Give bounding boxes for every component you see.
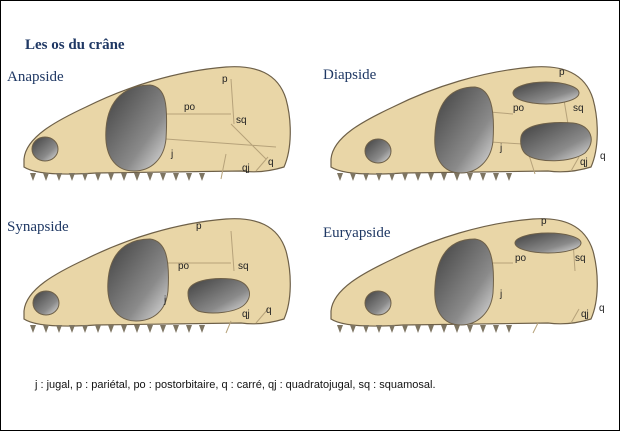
tooth: [389, 325, 395, 333]
tooth: [415, 173, 421, 181]
tooth: [493, 173, 499, 181]
bone-label-qj: qj: [242, 163, 250, 174]
bone-label-sq: sq: [573, 103, 584, 114]
tooth: [467, 173, 473, 181]
tooth: [69, 173, 75, 181]
tooth: [428, 325, 434, 333]
bone-label-qj: qj: [580, 157, 588, 168]
tooth: [402, 325, 408, 333]
tooth: [441, 325, 447, 333]
tooth: [147, 325, 153, 333]
tooth: [121, 173, 127, 181]
bone-label-po: po: [515, 253, 527, 264]
tooth: [173, 173, 179, 181]
tooth: [415, 325, 421, 333]
tooth: [82, 325, 88, 333]
tooth: [173, 325, 179, 333]
nostril: [365, 139, 391, 163]
tooth: [350, 325, 356, 333]
bone-legend-caption: j : jugal, p : pariétal, po : postorbita…: [35, 379, 436, 391]
tooth: [428, 173, 434, 181]
upper-temporal-fenestra: [513, 82, 579, 104]
tooth: [43, 325, 49, 333]
bone-label-qj: qj: [581, 309, 589, 320]
tooth: [389, 173, 395, 181]
tooth: [480, 173, 486, 181]
tooth: [493, 325, 499, 333]
nostril: [365, 291, 391, 315]
tooth: [186, 173, 192, 181]
lateral-temporal-fenestra: [188, 279, 250, 313]
nostril: [33, 291, 59, 315]
tooth: [454, 173, 460, 181]
skull-diagram-synapside: p po sq j qj q: [16, 211, 306, 351]
tooth: [30, 173, 36, 181]
bone-label-q: q: [268, 157, 274, 168]
tooth: [56, 325, 62, 333]
nostril: [32, 137, 58, 161]
bone-label-j: j: [499, 143, 502, 154]
bone-label-po: po: [178, 261, 190, 272]
tooth: [134, 325, 140, 333]
bone-label-j: j: [170, 149, 173, 160]
bone-label-po: po: [513, 103, 525, 114]
tooth: [160, 325, 166, 333]
tooth: [506, 325, 512, 333]
tooth: [186, 325, 192, 333]
tooth: [56, 173, 62, 181]
tooth: [147, 173, 153, 181]
tooth: [506, 173, 512, 181]
tooth: [376, 325, 382, 333]
tooth: [82, 173, 88, 181]
tooth: [30, 325, 36, 333]
bone-label-qj: qj: [242, 309, 250, 320]
bone-label-q: q: [599, 303, 605, 314]
tooth: [454, 325, 460, 333]
tooth: [199, 325, 205, 333]
tooth: [108, 173, 114, 181]
tooth: [363, 173, 369, 181]
skull-diagram-euryapside: p po sq j qj q: [323, 211, 613, 351]
tooth: [108, 325, 114, 333]
skull-euryapside: Euryapside p po sq j qj q: [321, 211, 591, 341]
bone-label-po: po: [184, 102, 196, 113]
tooth: [95, 325, 101, 333]
bone-label-p: p: [196, 221, 202, 232]
tooth: [69, 325, 75, 333]
skull-diagram-anapside: p po sq j qj q: [16, 59, 306, 199]
bone-label-sq: sq: [236, 115, 247, 126]
bone-label-q: q: [266, 305, 272, 316]
skull-anapside: Anapside p po sq j qj q: [1, 59, 271, 189]
tooth: [121, 325, 127, 333]
bone-label-p: p: [222, 74, 228, 85]
bone-label-p: p: [559, 67, 565, 78]
tooth: [441, 173, 447, 181]
tooth: [160, 173, 166, 181]
tooth: [134, 173, 140, 181]
bone-label-p: p: [541, 216, 547, 227]
tooth: [467, 325, 473, 333]
bone-label-q: q: [600, 151, 606, 162]
tooth: [337, 325, 343, 333]
skull-diapside: Diapside p po sq j qj q: [321, 59, 591, 189]
bone-label-j: j: [499, 289, 502, 300]
tooth: [363, 325, 369, 333]
tooth: [43, 173, 49, 181]
tooth: [402, 173, 408, 181]
upper-temporal-fenestra: [515, 233, 581, 253]
slide-title: Les os du crâne: [25, 37, 125, 54]
tooth: [350, 173, 356, 181]
bone-label-j: j: [163, 295, 166, 306]
tooth: [337, 173, 343, 181]
bone-label-sq: sq: [238, 261, 249, 272]
skull-diagram-diapside: p po sq j qj q: [323, 59, 613, 199]
bone-label-sq: sq: [575, 253, 586, 264]
tooth: [480, 325, 486, 333]
tooth: [199, 173, 205, 181]
tooth: [95, 173, 101, 181]
lower-temporal-fenestra: [521, 123, 592, 161]
skull-synapside: Synapside p po sq j qj q: [1, 211, 271, 341]
tooth: [376, 173, 382, 181]
